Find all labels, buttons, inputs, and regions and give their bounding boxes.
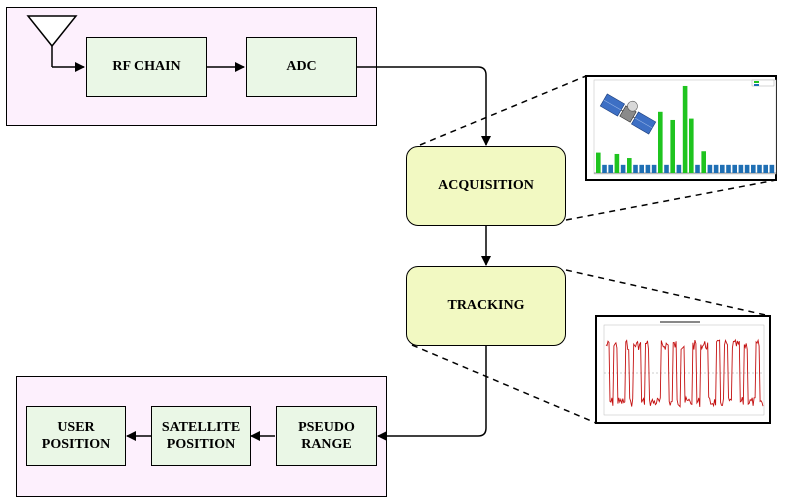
- tracking-block: TRACKING: [406, 266, 566, 346]
- acquisition-bar: [633, 164, 638, 173]
- tracking-signal: [605, 338, 764, 408]
- satellite-position-block: SATELLITE POSITION: [151, 406, 251, 466]
- acquisition-bar: [670, 119, 675, 173]
- acquisition-bar: [763, 164, 768, 173]
- acquisition-inset: [585, 75, 777, 181]
- satellite-icon: [599, 93, 657, 135]
- acquisition-bar: [713, 164, 719, 173]
- acquisition-label: ACQUISITION: [438, 178, 534, 194]
- acquisition-bar: [651, 164, 657, 173]
- acquisition-bar: [738, 164, 744, 173]
- acquisition-bar: [627, 158, 632, 173]
- zoom-line-acq-bottom: [565, 179, 777, 221]
- user-position-block: USER POSITION: [26, 406, 126, 466]
- acquisition-bar: [658, 111, 663, 173]
- acquisition-bar: [639, 164, 644, 173]
- rf-chain-block: RF CHAIN: [86, 37, 207, 97]
- acquisition-bar: [614, 153, 620, 173]
- acquisition-bar: [769, 164, 775, 173]
- acquisition-bar: [732, 164, 737, 173]
- zoom-line-trk-top: [565, 269, 771, 317]
- acquisition-bar: [620, 164, 626, 173]
- adc-label: ADC: [286, 59, 317, 75]
- user-position-label: USER POSITION: [41, 419, 111, 453]
- acquisition-bars: [596, 85, 775, 173]
- acquisition-bar: [645, 164, 651, 173]
- acquisition-bar: [664, 164, 669, 173]
- acquisition-bar: [596, 152, 601, 173]
- tracking-label: TRACKING: [447, 298, 525, 314]
- acquisition-bar: [676, 164, 682, 173]
- antenna-icon: [26, 15, 78, 67]
- acquisition-bar: [720, 164, 725, 173]
- acquisition-bar: [689, 118, 694, 173]
- pseudo-range-label: PSEUDO RANGE: [298, 419, 355, 453]
- pseudo-range-block: PSEUDO RANGE: [276, 406, 377, 466]
- satellite-position-label: SATELLITE POSITION: [161, 419, 241, 453]
- acquisition-bar: [682, 85, 688, 173]
- acquisition-bar: [701, 151, 706, 173]
- rf-chain-label: RF CHAIN: [112, 59, 181, 75]
- acquisition-bar: [602, 164, 607, 173]
- zoom-line-acq-top: [419, 75, 587, 146]
- acquisition-block: ACQUISITION: [406, 146, 566, 226]
- acquisition-bar: [707, 164, 713, 173]
- acquisition-bar: [608, 164, 613, 173]
- arrow-tracking-to-pseudorange: [377, 346, 487, 441]
- adc-block: ADC: [246, 37, 357, 97]
- tracking-inset: [595, 315, 771, 424]
- arrow-adc-to-acquisition: [357, 66, 491, 146]
- zoom-line-trk-bottom: [411, 344, 597, 424]
- acquisition-bar: [695, 164, 700, 173]
- acquisition-bar: [757, 164, 762, 173]
- acquisition-bar: [751, 164, 756, 173]
- acquisition-bar: [726, 164, 731, 173]
- acquisition-bar: [744, 164, 750, 173]
